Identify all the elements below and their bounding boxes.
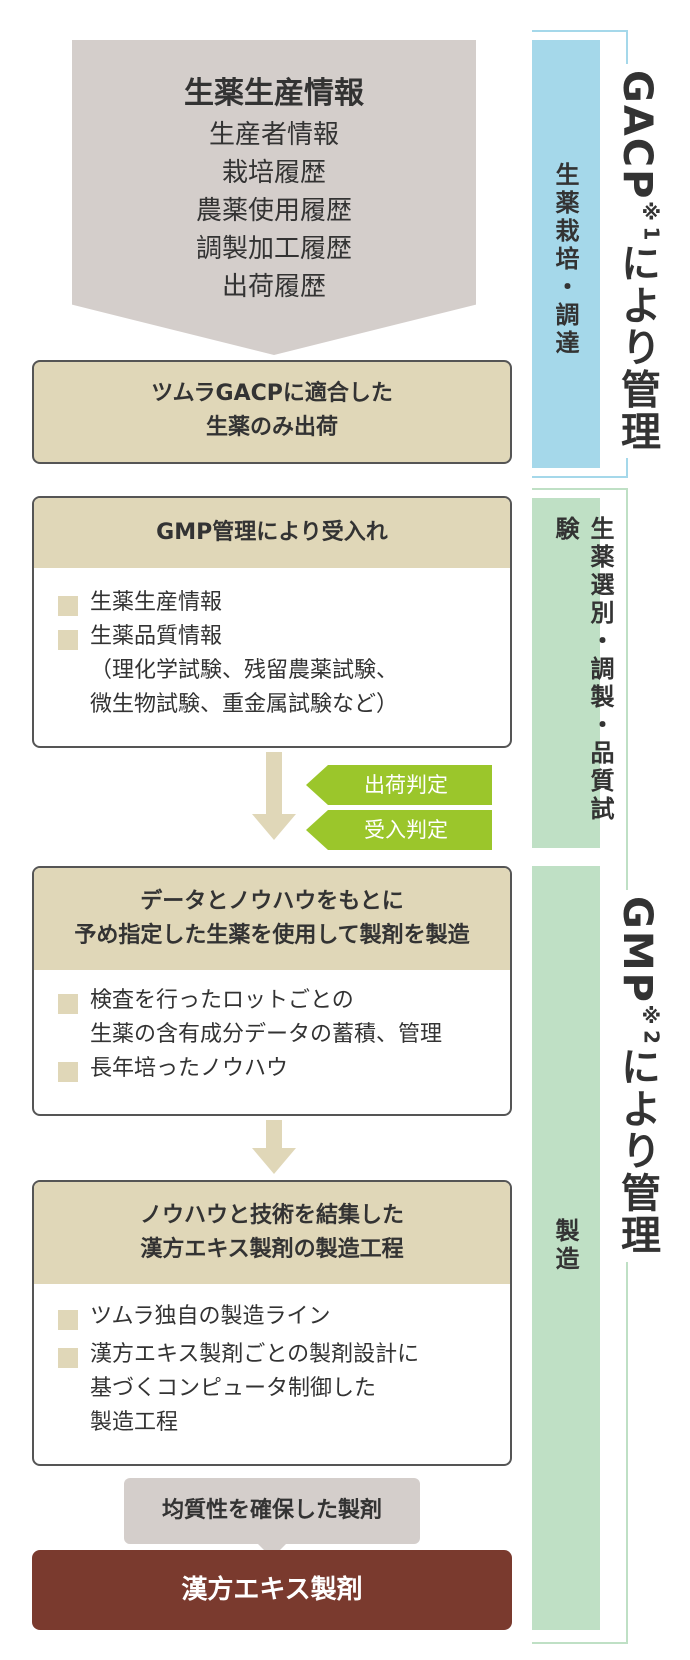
producer-info: 生産者情報: [208, 120, 339, 150]
list-item-text: 微生物試験、重金属試験など）: [90, 692, 399, 717]
bullet-square-icon: [58, 596, 78, 616]
bullet-square-icon: [58, 994, 78, 1014]
bullet-square-icon: [58, 1062, 78, 1082]
phase-column-cultivation: 生薬栽培・調達: [532, 40, 600, 468]
list-item: 検査を行ったロットごとの 生薬の含有成分データの蓄積、管理: [56, 984, 488, 1052]
gmp-management-label: GMP※2により管理: [608, 890, 666, 1262]
flow-arrow-shaft: [266, 752, 282, 816]
phase-column-selection: 生薬選別・調製・品質試験: [532, 498, 614, 848]
list-item-text: 生薬生産情報: [90, 590, 223, 615]
shipping-judgment-tag: 出荷判定: [306, 765, 492, 805]
receiving-judgment-tag: 受入判定: [306, 810, 492, 850]
phase-label-selection: 生薬選別・調製・品質試験: [551, 516, 614, 824]
data-knowhow-title-line: データとノウハウをもとに: [140, 889, 404, 914]
pesticide-history: 農薬使用履歴: [195, 196, 352, 226]
phase-label-cultivation: 生薬栽培・調達: [551, 162, 579, 358]
bullet-square-icon: [58, 630, 78, 650]
gacp-compliant-box: ツムラGACPに適合した 生薬のみ出荷: [32, 360, 512, 464]
gacp-footnote-mark: ※1: [639, 200, 664, 243]
uniform-quality-box: 均質性を確保した製剤: [124, 1478, 420, 1544]
list-item-text: 生薬品質情報: [90, 624, 223, 649]
gacp-rest-text: により管理: [614, 242, 660, 453]
list-item: 生薬品質情報 （理化学試験、残留農薬試験、 微生物試験、重金属試験など）: [56, 620, 488, 722]
manufacturing-process-title: ノウハウと技術を結集した 漢方エキス製剤の製造工程: [34, 1182, 510, 1284]
gmp-receive-title: GMP管理により受入れ: [34, 498, 510, 568]
gmp-receive-card: GMP管理により受入れ 生薬生産情報 生薬品質情報 （理化学試験、残留農薬試験、…: [32, 496, 512, 748]
kampo-extract-formulation-box: 漢方エキス製剤: [32, 1550, 512, 1630]
list-item: 漢方エキス製剤ごとの製剤設計に 基づくコンピュータ制御した 製造工程: [56, 1338, 488, 1440]
list-item-text: 検査を行ったロットごとの: [90, 988, 354, 1013]
list-item-text: ツムラ独自の製造ライン: [90, 1304, 331, 1329]
manufacturing-process-title-line: ノウハウと技術を結集した: [139, 1203, 404, 1228]
gacp-box-line2: 生薬のみ出荷: [205, 415, 338, 440]
list-item-text: 生薬の含有成分データの蓄積、管理: [90, 1022, 443, 1047]
herb-production-info-block: 生薬生産情報 生産者情報 栽培履歴 農薬使用履歴 調製加工履歴 出荷履歴: [72, 40, 476, 355]
list-item-text: 長年培ったノウハウ: [90, 1056, 289, 1081]
bullet-square-icon: [58, 1310, 78, 1330]
manufacturing-process-card: ノウハウと技術を結集した 漢方エキス製剤の製造工程 ツムラ独自の製造ライン 漢方…: [32, 1180, 512, 1466]
data-knowhow-card: データとノウハウをもとに 予め指定した生薬を使用して製剤を製造 検査を行ったロッ…: [32, 866, 512, 1116]
gmp-footnote-mark: ※2: [639, 1003, 664, 1046]
list-item-text: （理化学試験、残留農薬試験、: [90, 658, 399, 683]
data-knowhow-title-line: 予め指定した生薬を使用して製剤を製造: [74, 923, 470, 948]
gmp-receive-title-text: GMP管理により受入れ: [156, 520, 388, 545]
list-item-text: 漢方エキス製剤ごとの製剤設計に: [90, 1342, 420, 1367]
gacp-main-text: GACP: [614, 70, 660, 201]
phase-label-manufacturing: 製造: [551, 1218, 579, 1274]
cultivation-history: 栽培履歴: [221, 158, 326, 188]
list-item-text: 製造工程: [90, 1410, 179, 1435]
gmp-main-text: GMP: [614, 896, 660, 1004]
bullet-square-icon: [58, 1348, 78, 1368]
data-knowhow-title: データとノウハウをもとに 予め指定した生薬を使用して製剤を製造: [34, 868, 510, 970]
manufacturing-process-title-line: 漢方エキス製剤の製造工程: [140, 1237, 404, 1262]
list-item-text: 基づくコンピュータ制御した: [90, 1376, 377, 1401]
shipping-history: 出荷履歴: [221, 272, 326, 302]
herb-production-info-title: 生薬生産情報: [184, 76, 364, 111]
gacp-management-label: GACP※1により管理: [608, 64, 666, 459]
gacp-box-line1: ツムラGACPに適合した: [151, 381, 393, 406]
down-arrow-icon: [252, 814, 296, 840]
list-item: 長年培ったノウハウ: [56, 1052, 488, 1086]
flow-arrow-shaft: [266, 1120, 282, 1150]
gmp-rest-text: により管理: [614, 1045, 660, 1256]
processing-history: 調製加工履歴: [195, 234, 352, 264]
phase-column-manufacturing: 製造: [532, 866, 600, 1630]
list-item: 生薬生産情報: [56, 586, 488, 620]
down-arrow-icon: [252, 1148, 296, 1174]
list-item: ツムラ独自の製造ライン: [56, 1300, 488, 1334]
